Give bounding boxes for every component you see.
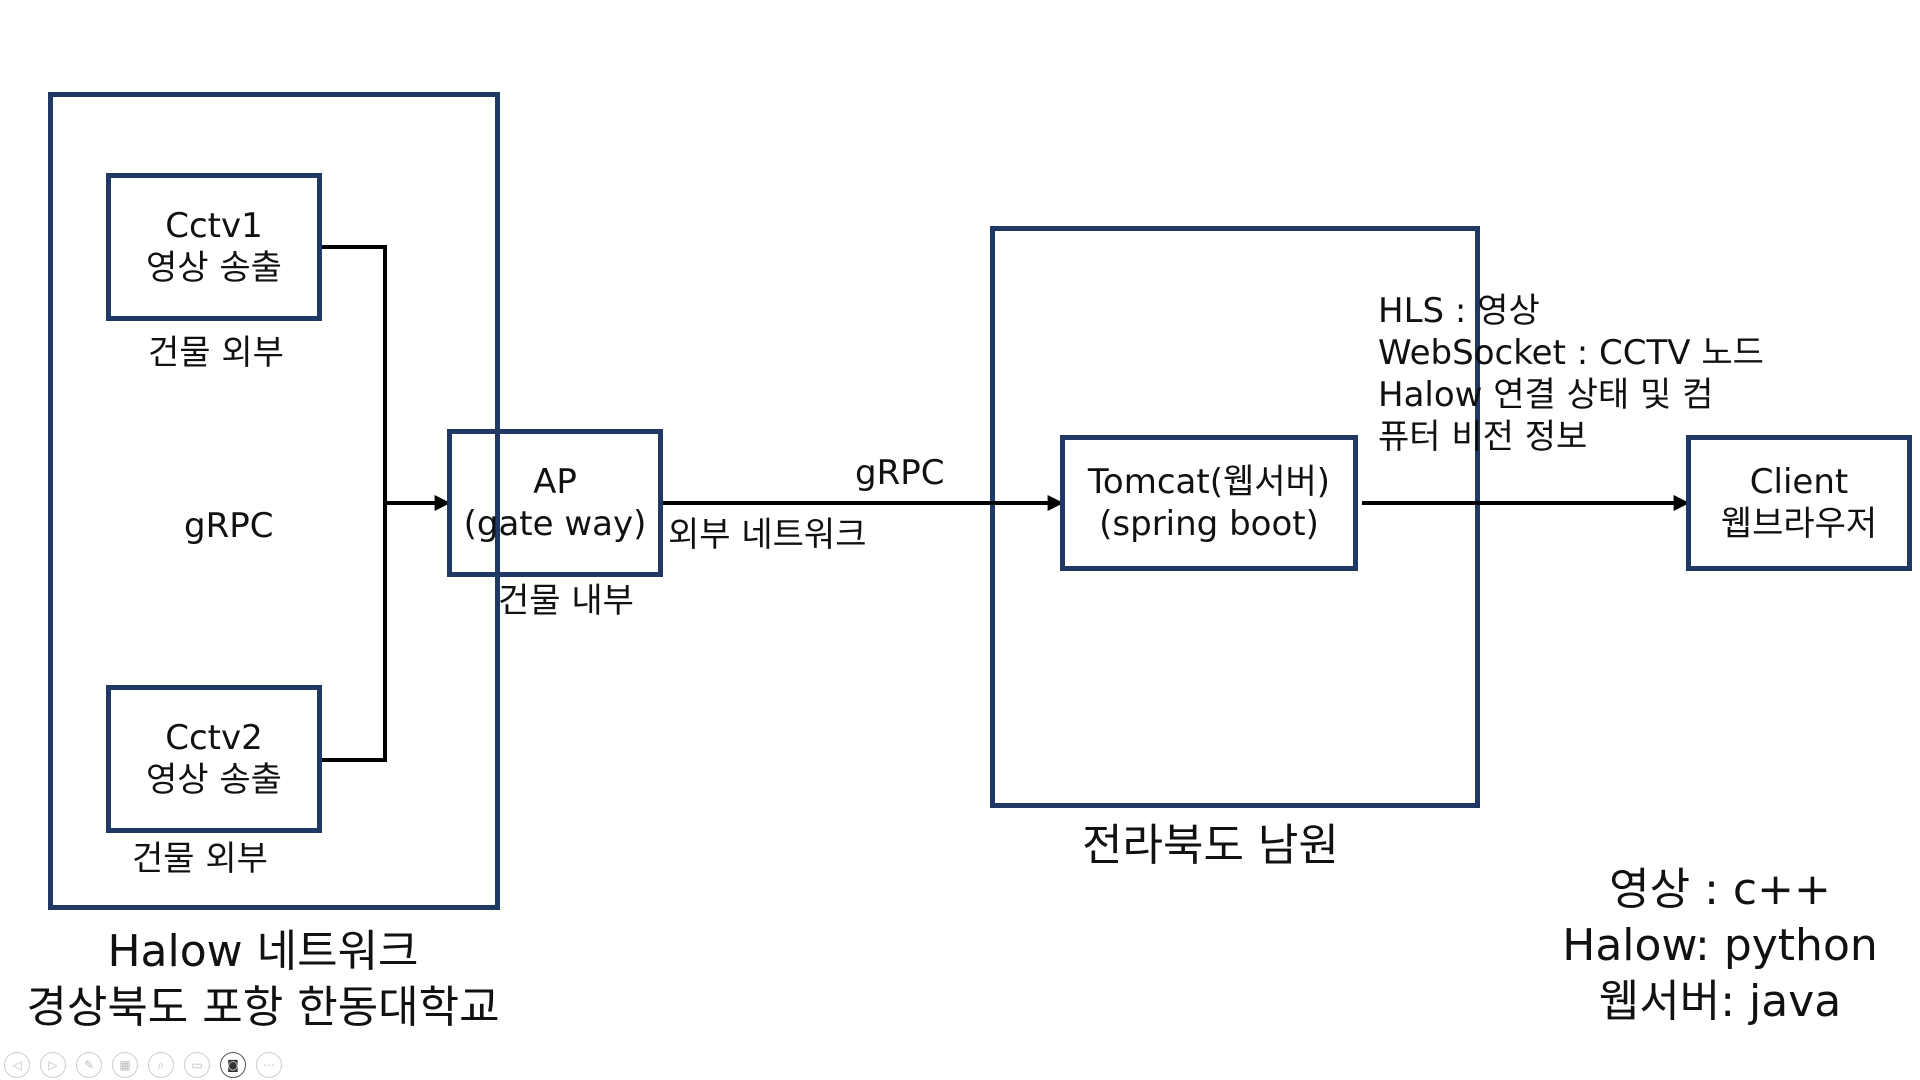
protocol-info-line3: Halow 연결 상태 및 컴 [1378, 375, 1714, 415]
halow-grpc-label: gRPC [184, 506, 274, 546]
client-title: Client [1749, 462, 1849, 502]
ap-subtitle: (gate way) [463, 504, 647, 544]
halow-caption-line1: Halow 네트워크 [107, 926, 419, 977]
halow-network-region [48, 92, 500, 910]
protocol-info: HLS : 영상 WebSocket : CCTV 노드 Halow 연결 상태… [1378, 290, 1764, 458]
cctv2-caption: 건물 외부 [132, 839, 268, 879]
tomcat-title: Tomcat(웹서버) [1087, 462, 1331, 502]
server-location-caption: 전라북도 남원 [1082, 820, 1339, 871]
cctv2-title: Cctv2 [165, 718, 263, 758]
slides-grid-icon[interactable]: ▦ [112, 1052, 138, 1078]
client-node: Client 웹브라우저 [1686, 435, 1912, 571]
external-grpc-label: gRPC [855, 453, 945, 493]
ap-caption: 건물 내부 [498, 581, 634, 621]
cctv1-caption: 건물 외부 [148, 333, 284, 373]
language-line2: Halow: python [1562, 920, 1878, 971]
tomcat-subtitle: (spring boot) [1099, 504, 1319, 544]
halow-caption-line2: 경상북도 포항 한동대학교 [26, 982, 500, 1033]
ap-title: AP [533, 462, 577, 502]
cctv1-node: Cctv1 영상 송출 [106, 173, 322, 321]
tomcat-server-node: Tomcat(웹서버) (spring boot) [1060, 435, 1358, 571]
prev-slide-icon[interactable]: ◁ [4, 1052, 30, 1078]
protocol-info-line1: HLS : 영상 [1378, 291, 1540, 331]
protocol-info-line4: 퓨터 비전 정보 [1378, 417, 1588, 457]
namwon-server-region [990, 226, 1480, 808]
halow-network-caption: Halow 네트워크 경상북도 포항 한동대학교 [0, 924, 526, 1036]
protocol-info-line2: WebSocket : CCTV 노드 [1378, 333, 1764, 373]
camera-icon[interactable]: ◙ [220, 1052, 246, 1078]
language-line1: 영상 : c++ [1609, 864, 1831, 915]
subtitles-icon[interactable]: ▭ [184, 1052, 210, 1078]
client-subtitle: 웹브라우저 [1720, 504, 1878, 544]
next-slide-icon[interactable]: ▷ [40, 1052, 66, 1078]
cctv2-subtitle: 영상 송출 [146, 760, 282, 800]
cctv1-title: Cctv1 [165, 206, 263, 246]
slideshow-controls: ◁ ▷ ✎ ▦ ⌕ ▭ ◙ ⋯ [4, 1052, 282, 1078]
zoom-icon[interactable]: ⌕ [148, 1052, 174, 1078]
pen-icon[interactable]: ✎ [76, 1052, 102, 1078]
language-line3: 웹서버: java [1598, 976, 1842, 1027]
more-icon[interactable]: ⋯ [256, 1052, 282, 1078]
external-network-label: 외부 네트워크 [668, 515, 867, 555]
cctv2-node: Cctv2 영상 송출 [106, 685, 322, 833]
language-notes: 영상 : c++ Halow: python 웹서버: java [1530, 862, 1910, 1030]
ap-gateway-node: AP (gate way) [447, 429, 663, 577]
cctv1-subtitle: 영상 송출 [146, 248, 282, 288]
